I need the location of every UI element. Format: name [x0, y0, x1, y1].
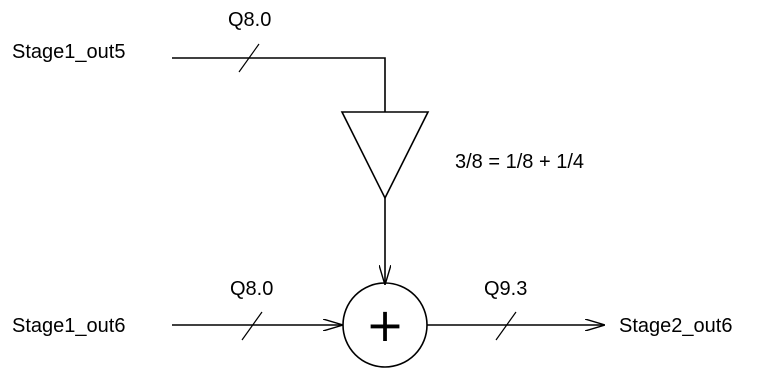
input-stage1-out5-label: Stage1_out5 [12, 41, 125, 63]
input-stage1-out6-format: Q8.0 [230, 278, 273, 300]
input-stage1-out5-format: Q8.0 [228, 9, 271, 31]
gain-triangle [340, 111, 430, 200]
bus-slash-output [495, 311, 517, 341]
input-stage1-out6-label: Stage1_out6 [12, 315, 125, 337]
bus-slash-bottom [241, 311, 263, 341]
wire-stage1-out5 [172, 57, 386, 112]
gain-label: 3/8 = 1/8 + 1/4 [455, 151, 584, 173]
output-stage2-out6-format: Q9.3 [484, 278, 527, 300]
output-stage2-out6-label: Stage2_out6 [619, 315, 732, 337]
adder-plus-icon: + [366, 298, 405, 352]
bus-slash-top [238, 43, 260, 73]
